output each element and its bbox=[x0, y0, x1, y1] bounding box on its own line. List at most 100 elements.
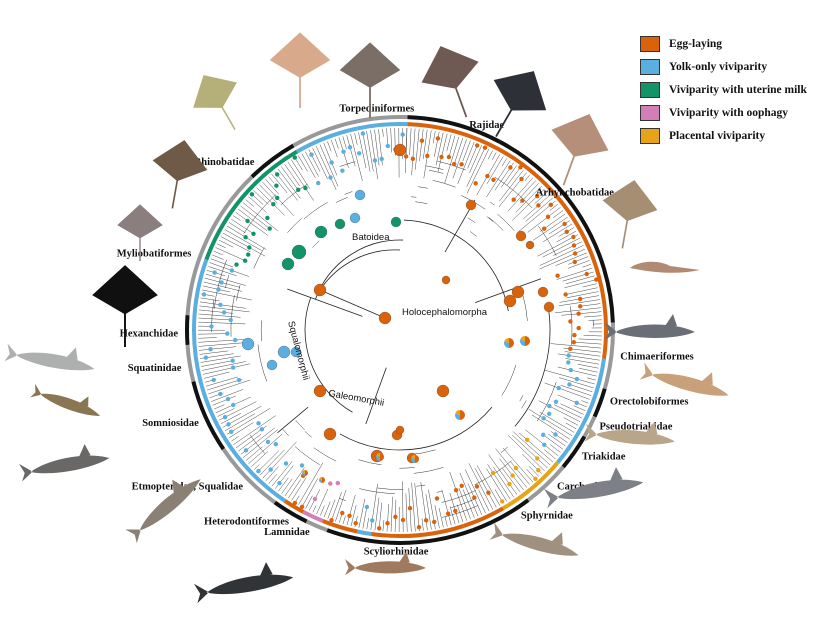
tip-dot bbox=[216, 287, 220, 291]
tip-dot bbox=[485, 174, 489, 178]
tip-dot bbox=[218, 303, 222, 307]
terminal-branch bbox=[463, 141, 471, 161]
tip-dot bbox=[336, 481, 340, 485]
tip-dot bbox=[269, 467, 273, 471]
clade-label: Arhynchobatidae bbox=[536, 188, 615, 199]
terminal-branch bbox=[581, 401, 588, 404]
legend-item-egg-laying: Egg-laying bbox=[640, 32, 815, 55]
tip-dot bbox=[231, 403, 235, 407]
tip-dot bbox=[226, 422, 230, 426]
ancestral-node bbox=[394, 144, 406, 156]
clade-label: Myliobatiformes bbox=[117, 249, 192, 260]
terminal-branch bbox=[579, 339, 602, 340]
pie-slice bbox=[509, 338, 514, 348]
tip-dot bbox=[256, 421, 260, 425]
terminal-branch bbox=[566, 276, 595, 284]
clade-label: Squatinidae bbox=[128, 363, 182, 374]
tip-dot bbox=[313, 497, 317, 501]
tip-dot bbox=[459, 162, 463, 166]
pie-slice bbox=[305, 470, 308, 476]
ancestral-node bbox=[442, 276, 450, 284]
tip-dot bbox=[213, 270, 217, 274]
ray-icon bbox=[537, 105, 617, 195]
tip-dot bbox=[568, 347, 572, 351]
tip-dot bbox=[454, 488, 458, 492]
terminal-branch bbox=[363, 507, 367, 529]
tip-dot bbox=[518, 165, 522, 169]
tip-dot bbox=[218, 392, 222, 396]
tip-dot bbox=[510, 473, 514, 477]
tip-dot bbox=[500, 499, 504, 503]
terminal-branch bbox=[560, 404, 583, 415]
terminal-branch bbox=[383, 129, 384, 137]
terminal-branch bbox=[199, 347, 236, 351]
clade-label: Orectolobiformes bbox=[610, 397, 689, 408]
tip-dot bbox=[300, 463, 304, 467]
terminal-branch bbox=[488, 151, 492, 160]
terminal-branch bbox=[371, 130, 378, 179]
tip-dot bbox=[541, 416, 545, 420]
terminal-branch bbox=[453, 139, 467, 178]
terminal-branch bbox=[320, 506, 324, 516]
terminal-branch bbox=[508, 181, 536, 212]
tip-dot bbox=[474, 181, 478, 185]
tip-dot bbox=[229, 430, 233, 434]
terminal-branch bbox=[229, 223, 245, 233]
terminal-branch bbox=[246, 200, 254, 207]
terminal-branch bbox=[328, 500, 335, 519]
tip-dot bbox=[275, 172, 279, 176]
terminal-branch bbox=[257, 451, 279, 473]
tip-dot bbox=[554, 400, 558, 404]
tip-dot bbox=[219, 280, 223, 284]
legend-item-uterine-milk: Viviparity with uterine milk bbox=[640, 78, 815, 101]
terminal-branch bbox=[575, 342, 602, 344]
terminal-branch bbox=[406, 494, 407, 532]
ancestral-node bbox=[512, 286, 524, 298]
terminal-branch bbox=[383, 520, 384, 531]
terminal-branch bbox=[269, 474, 277, 483]
terminal-branch bbox=[198, 339, 247, 342]
terminal-branch bbox=[564, 280, 595, 288]
node-label-batoidea: Batoidea bbox=[352, 232, 390, 243]
terminal-branch bbox=[540, 412, 575, 432]
terminal-branch bbox=[343, 516, 345, 524]
terminal-branch bbox=[525, 175, 530, 181]
root-branch bbox=[320, 250, 400, 318]
branch-arc bbox=[336, 197, 348, 202]
tip-dot bbox=[446, 512, 450, 516]
clade-ring-segment bbox=[188, 345, 194, 382]
terminal-branch bbox=[422, 518, 423, 530]
terminal-branch bbox=[433, 131, 435, 143]
terminal-branch bbox=[439, 508, 443, 527]
terminal-branch bbox=[556, 253, 587, 266]
branch-arc bbox=[340, 407, 492, 450]
terminal-branch bbox=[198, 322, 245, 324]
terminal-branch bbox=[199, 342, 250, 346]
tip-dot bbox=[354, 521, 358, 525]
terminal-branch bbox=[199, 310, 233, 314]
branch-arc bbox=[489, 217, 503, 230]
terminal-branch bbox=[450, 493, 459, 523]
tip-dot bbox=[486, 491, 490, 495]
tip-dot bbox=[265, 216, 269, 220]
terminal-branch bbox=[503, 448, 533, 482]
branch-arc bbox=[429, 170, 443, 173]
tip-dot bbox=[563, 292, 567, 296]
terminal-branch bbox=[445, 137, 459, 183]
terminal-branch bbox=[502, 159, 507, 167]
tip-dot bbox=[475, 143, 479, 147]
tip-dot bbox=[436, 136, 440, 140]
terminal-branch bbox=[201, 298, 220, 301]
branch-arc bbox=[305, 431, 312, 437]
terminal-branch bbox=[584, 335, 602, 336]
tip-dot bbox=[250, 192, 254, 196]
tip-dot bbox=[578, 304, 582, 308]
tip-dot bbox=[565, 230, 569, 234]
tip-dot bbox=[274, 442, 278, 446]
tip-dot bbox=[568, 319, 572, 323]
terminal-branch bbox=[558, 367, 597, 376]
tip-dot bbox=[284, 461, 288, 465]
clade-ring-segment bbox=[223, 449, 274, 502]
branch-arc bbox=[502, 365, 516, 396]
terminal-branch bbox=[298, 156, 307, 172]
